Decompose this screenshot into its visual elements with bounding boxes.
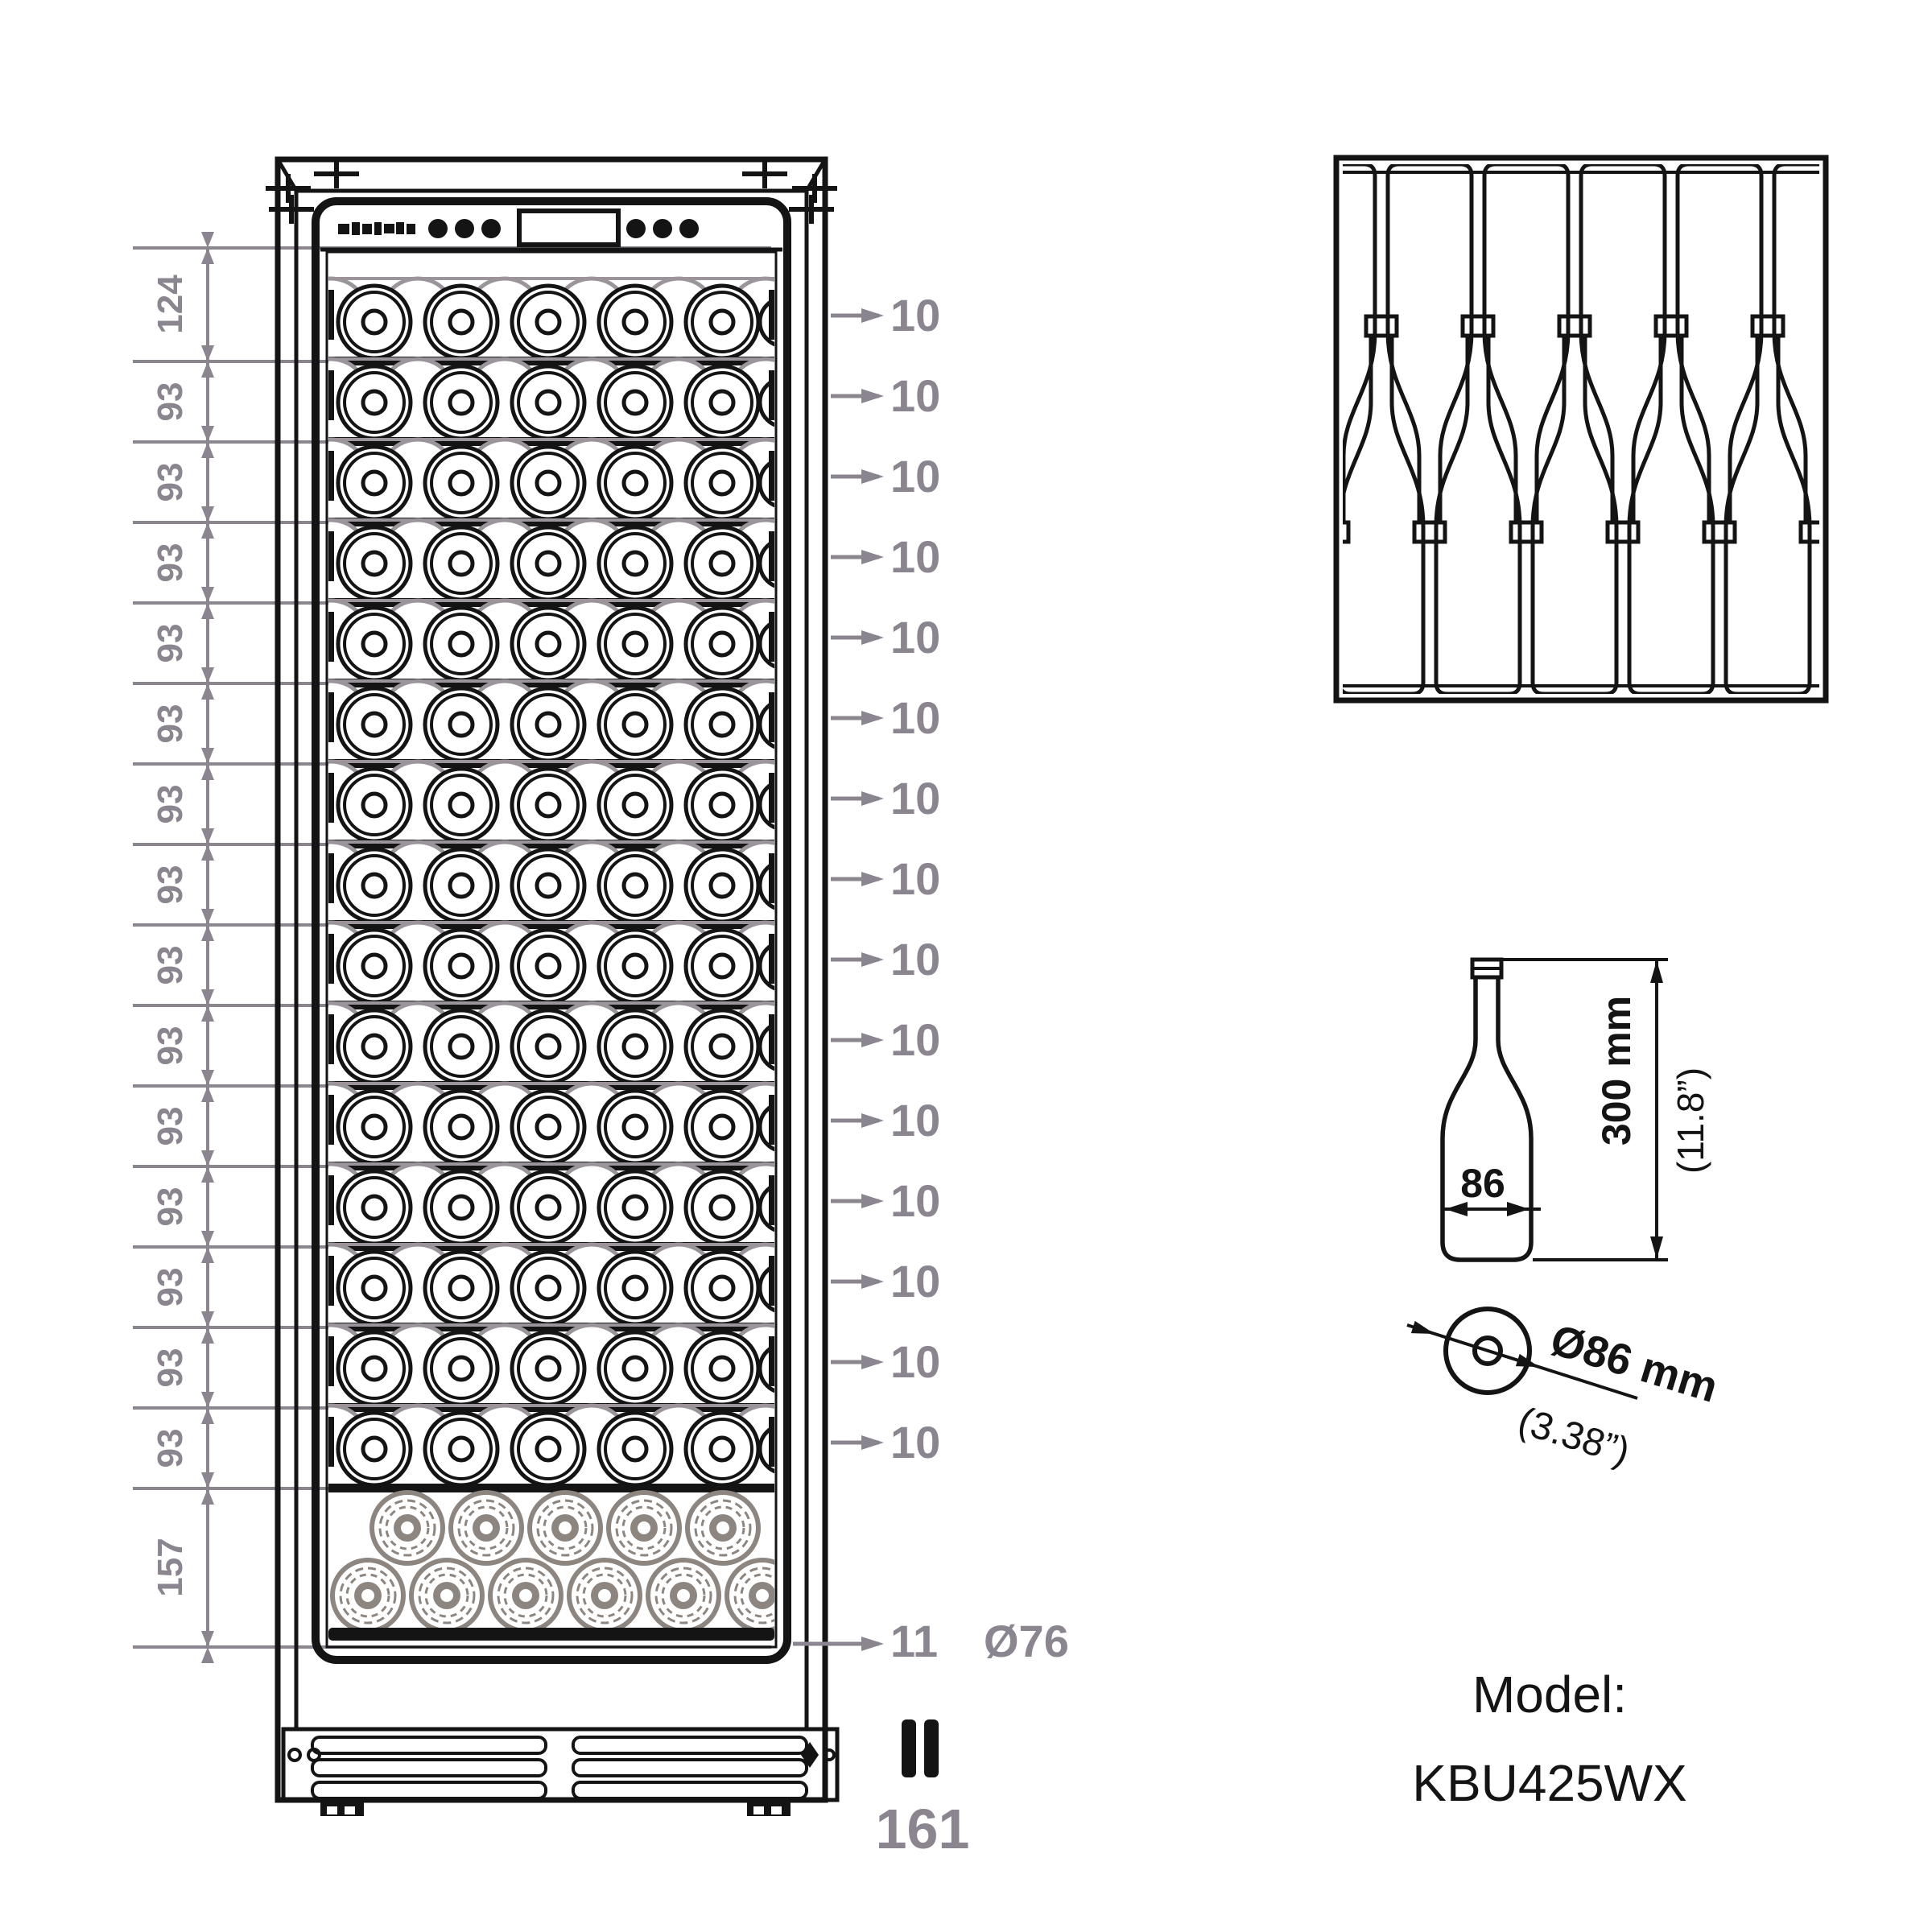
bottom-bottle-stack xyxy=(328,1492,774,1641)
bottom-diameter-label: Ø76 xyxy=(984,1616,1069,1666)
leveling-feet xyxy=(320,1800,791,1816)
shelf-count-label: 10 xyxy=(890,773,941,824)
left-dimension-label: 93 xyxy=(151,543,190,583)
shelf-count-label: 10 xyxy=(890,290,941,341)
shelf-count-label: 10 xyxy=(890,1014,941,1065)
shelf-count-label: 10 xyxy=(890,692,941,743)
bottle-side-view-diagram xyxy=(1440,957,1668,1262)
brand-wordmark-icon xyxy=(338,222,415,235)
bottom-count-label: 11 xyxy=(890,1616,939,1666)
left-dimension-label: 93 xyxy=(151,1428,190,1468)
left-dimension-label: 93 xyxy=(151,1026,190,1066)
left-dimension-label: 93 xyxy=(151,382,190,422)
left-dimension-label: 93 xyxy=(151,1348,190,1388)
double-bar-icon xyxy=(902,1719,939,1777)
panel-button-icon xyxy=(428,219,699,238)
bottle-arrangement-diagram xyxy=(1333,155,1829,704)
shelf-count-label: 10 xyxy=(890,451,941,502)
left-dimension-label: 93 xyxy=(151,462,190,502)
shelf-count-label: 10 xyxy=(890,1336,941,1387)
left-dimension-label: 93 xyxy=(151,623,190,663)
display-screen xyxy=(517,208,621,247)
left-dimension-label: 157 xyxy=(151,1538,190,1597)
model-label: Model: xyxy=(1472,1666,1628,1724)
shelf-count-label: 10 xyxy=(890,1417,941,1468)
total-bottles-label: 161 xyxy=(875,1798,970,1860)
bottle-end-view-diagram xyxy=(1406,1307,1638,1400)
ventilation-grille xyxy=(281,1727,840,1802)
shelf-count-label: 10 xyxy=(890,934,941,985)
left-dimension-label: 93 xyxy=(151,1187,190,1227)
left-dimension-label: 93 xyxy=(151,704,190,744)
shelf-count-label: 10 xyxy=(890,1175,941,1226)
shelf-count-leaders xyxy=(793,308,884,1651)
left-dimension-label: 93 xyxy=(151,1267,190,1307)
diamond-marker-icon xyxy=(801,1742,819,1768)
control-panel xyxy=(338,208,699,247)
left-dimension-label: 93 xyxy=(151,945,190,985)
bottle-width-label: 86 xyxy=(1460,1161,1505,1206)
glass-door xyxy=(312,197,791,1664)
shelf-count-label: 10 xyxy=(890,1256,941,1307)
model-number: KBU425WX xyxy=(1412,1754,1687,1812)
wine-shelves xyxy=(328,279,774,1641)
shelf-count-label: 10 xyxy=(890,1095,941,1146)
left-dimension-label: 124 xyxy=(151,275,190,334)
shelf-count-label: 10 xyxy=(890,612,941,663)
left-dimension-label: 93 xyxy=(151,784,190,824)
left-dimension-label: 93 xyxy=(151,1106,190,1146)
shelf-count-label: 10 xyxy=(890,853,941,904)
shelf-count-label: 10 xyxy=(890,531,941,582)
left-dimension-label: 93 xyxy=(151,865,190,905)
bottle-height-metric-label: 300 mm xyxy=(1594,995,1639,1146)
bottle-height-imperial-label: (11.8”) xyxy=(1670,1067,1711,1174)
shelf-count-label: 10 xyxy=(890,370,941,421)
